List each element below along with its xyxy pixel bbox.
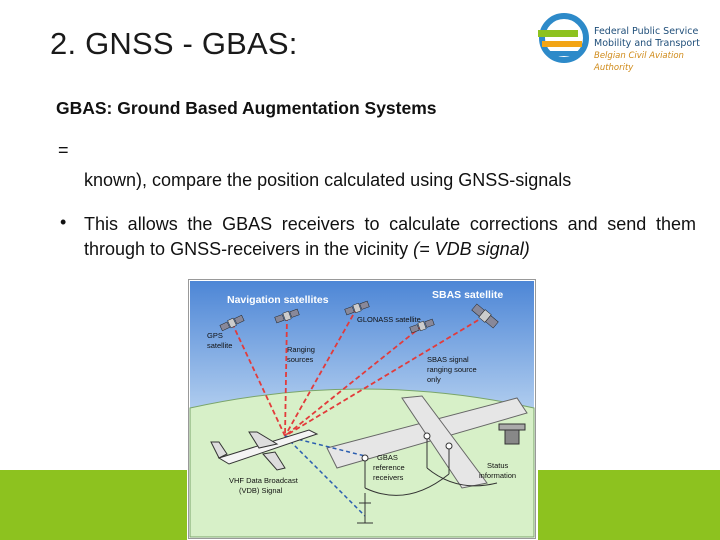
- known-line: known), compare the position calculated …: [84, 170, 572, 190]
- label-status-2: information: [479, 471, 516, 480]
- slide-title: 2. GNSS - GBAS:: [50, 26, 298, 61]
- footer-green-bar-left: [0, 470, 188, 540]
- bullet-marker: •: [60, 212, 67, 232]
- label-ranging-2: sources: [287, 355, 314, 364]
- bullet-paragraph: This allows the GBAS receivers to calcul…: [84, 212, 696, 262]
- label-gps: GPS: [207, 331, 223, 340]
- vdb-antenna-icon: [357, 493, 373, 524]
- bullet-vdb-note: (= VDB signal): [413, 239, 530, 259]
- logo-emblem-icon: [538, 13, 589, 63]
- label-gbas-3: receivers: [373, 473, 404, 482]
- gps-satellite-icon: [219, 314, 245, 332]
- label-vhf-2: (VDB) Signal: [239, 486, 283, 495]
- footer-green-bar-right: [538, 470, 720, 540]
- status-building-icon: [498, 423, 526, 445]
- slide-subtitle: GBAS: Ground Based Augmentation Systems: [56, 98, 437, 118]
- satellite-icon: [274, 308, 300, 324]
- bullet-text: This allows the GBAS receivers to calcul…: [84, 214, 696, 259]
- label-gbas-1: GBAS: [377, 453, 398, 462]
- label-nav-satellites: Navigation satellites: [227, 294, 329, 306]
- glonass-satellite-icon: [344, 300, 370, 316]
- equals-sign: =: [58, 140, 69, 160]
- runway-cross: [401, 395, 488, 489]
- logo-line-2: Mobility and Transport: [594, 38, 700, 49]
- logo-line-3: Belgian Civil Aviation Authority: [594, 51, 684, 73]
- label-gbas-2: reference: [373, 463, 405, 472]
- gbas-diagram: Navigation satellites SBAS satellite GLO…: [187, 278, 537, 540]
- label-sbas-satellite: SBAS satellite: [432, 289, 503, 301]
- label-status-1: Status: [487, 461, 509, 470]
- label-sbas-signal-3: only: [427, 375, 441, 384]
- label-glonass: GLONASS satellite: [357, 315, 421, 324]
- ranging-signals: [231, 307, 486, 437]
- satellite-icon: [409, 318, 435, 334]
- label-ranging-1: Ranging: [287, 345, 315, 354]
- gbas-receivers: [361, 432, 498, 496]
- label-gps-2: satellite: [207, 341, 232, 350]
- logo-line-1: Federal Public Service: [594, 26, 699, 37]
- aircraft-icon: [210, 429, 319, 471]
- fps-mobility-logo: Federal Public Service Mobility and Tran…: [536, 10, 711, 73]
- label-vhf-1: VHF Data Broadcast: [229, 476, 299, 485]
- label-sbas-signal-1: SBAS signal: [427, 355, 469, 364]
- sbas-satellite-icon: [471, 303, 499, 329]
- vdb-signal: [284, 435, 366, 517]
- label-sbas-signal-2: ranging source: [427, 365, 477, 374]
